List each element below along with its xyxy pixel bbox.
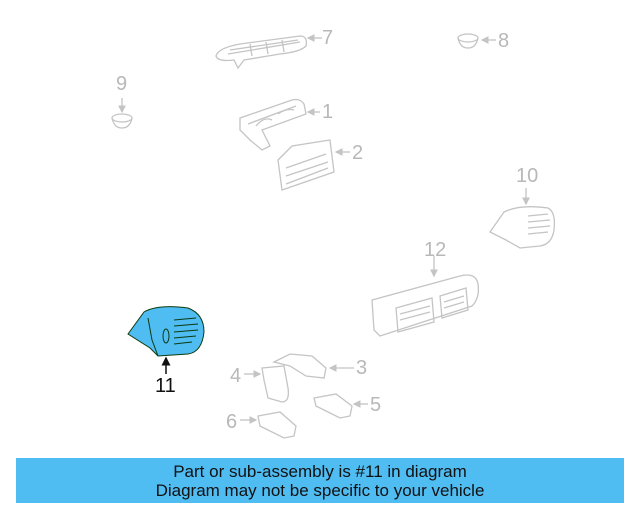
part-9[interactable] <box>111 98 133 129</box>
callout-11[interactable]: 11 <box>155 375 176 397</box>
callout-1[interactable]: 1 <box>322 101 334 123</box>
part-4[interactable] <box>244 365 290 403</box>
callout-5[interactable]: 5 <box>370 394 382 416</box>
callout-4[interactable]: 4 <box>230 365 242 387</box>
banner-line-2: Diagram may not be specific to your vehi… <box>155 480 485 500</box>
callout-6[interactable]: 6 <box>226 411 238 433</box>
part-10[interactable] <box>489 188 556 249</box>
part-7[interactable] <box>215 34 322 70</box>
part-1[interactable] <box>239 98 320 151</box>
part-2[interactable] <box>277 139 350 191</box>
part-8[interactable] <box>457 33 496 49</box>
callout-9[interactable]: 9 <box>116 73 128 95</box>
part-3[interactable] <box>272 353 354 379</box>
banner-line-1: Part or sub-assembly is #11 in diagram <box>173 461 467 481</box>
info-banner: Part or sub-assembly is #11 in diagram D… <box>16 458 624 503</box>
callout-3[interactable]: 3 <box>356 357 368 379</box>
callout-7[interactable]: 7 <box>322 27 334 49</box>
part-11[interactable] <box>127 306 205 374</box>
part-5[interactable] <box>313 393 368 419</box>
callout-8[interactable]: 8 <box>498 30 510 52</box>
part-6[interactable] <box>240 411 297 439</box>
callout-12[interactable]: 12 <box>424 239 447 261</box>
part-12[interactable] <box>371 256 480 337</box>
callout-2[interactable]: 2 <box>352 142 364 164</box>
callout-10[interactable]: 10 <box>516 165 539 187</box>
